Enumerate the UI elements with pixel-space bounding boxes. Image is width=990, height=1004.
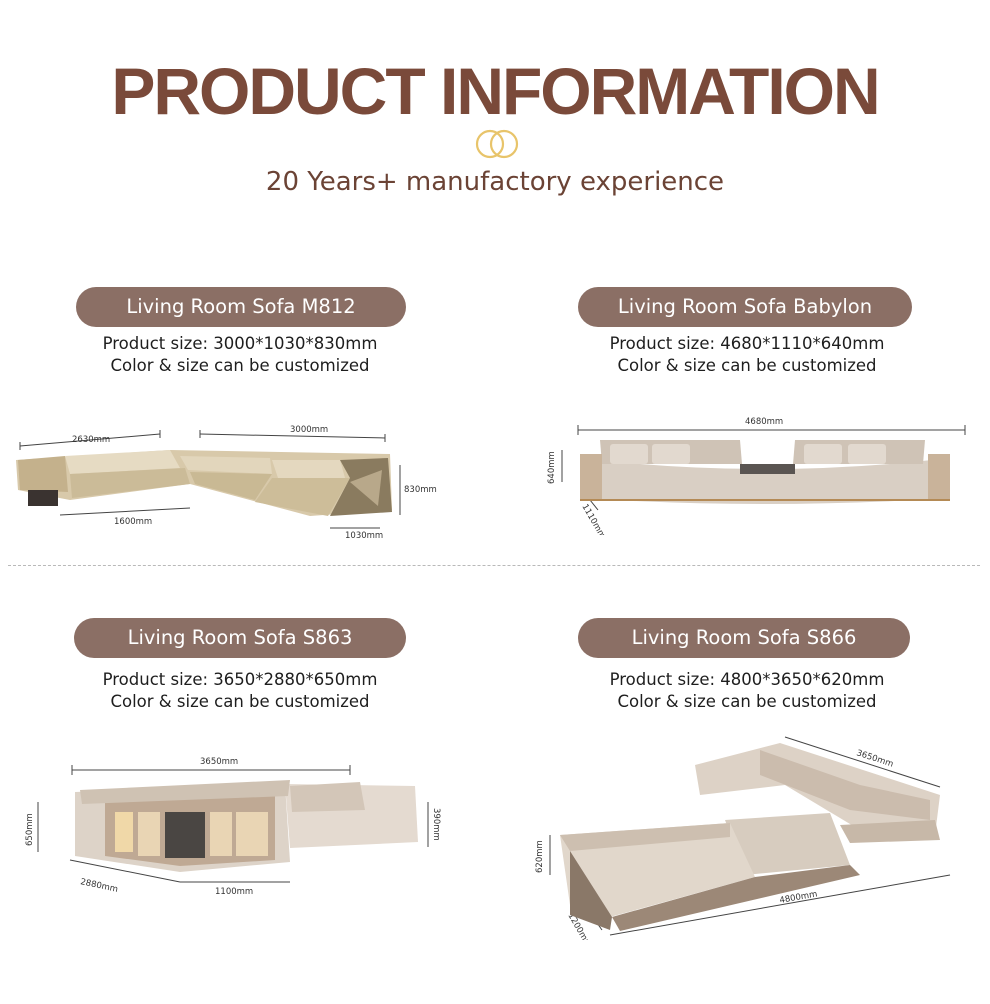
product-name-m812: Living Room Sofa M812 [76,287,406,327]
product-note-babylon: Color & size can be customized [617,356,877,375]
dim-m812-b: 3000mm [290,425,328,435]
dim-m812-e: 1030mm [345,531,383,541]
section-divider [8,565,980,566]
dim-babylon-a: 4680mm [745,417,783,427]
sofa-m812-illustration [16,450,392,516]
product-name-babylon: Living Room Sofa Babylon [578,287,912,327]
dim-s863-d: 2880mm [79,877,118,895]
dim-s866-b: 620mm [535,840,545,873]
product-note-m812: Color & size can be customized [110,356,370,375]
dim-m812-d: 830mm [404,485,437,495]
page-subtitle: 20 Years+ manufactory experience [265,167,725,197]
dim-s863-a: 3650mm [200,757,238,767]
product-size-s866: Product size: 4800*3650*620mm [609,670,885,689]
product-name-s866: Living Room Sofa S866 [578,618,910,658]
product-size-s863: Product size: 3650*2880*650mm [102,670,378,689]
dim-s863-c: 390mm [431,808,441,841]
sofa-s863-illustration [75,780,418,872]
page-title: PRODUCT INFORMATION [111,54,880,128]
product-name-s863: Living Room Sofa S863 [74,618,406,658]
product-note-s863: Color & size can be customized [110,692,370,711]
dim-s863-b: 650mm [25,813,35,846]
dim-m812-c: 1600mm [114,517,152,527]
sofa-s866-diagram: 3650mm 620mm 4800mm 1200mm [535,736,951,940]
sofa-babylon-illustration [580,440,950,504]
dim-babylon-c: 1110mm [579,503,607,536]
sofa-s866-illustration [560,743,940,931]
dim-s863-e: 1100mm [215,887,253,897]
product-note-s866: Color & size can be customized [617,692,877,711]
sofa-babylon-diagram: 4680mm 640mm 1110mm [547,417,966,536]
dim-babylon-b: 640mm [547,451,557,484]
dim-m812-a: 2630mm [72,435,110,445]
product-size-m812: Product size: 3000*1030*830mm [102,334,378,353]
sofa-s863-diagram: 3650mm 650mm 390mm 2880mm 1100mm [25,757,441,897]
product-size-babylon: Product size: 4680*1110*640mm [609,334,885,353]
rings-icon [475,129,519,159]
sofa-m812-diagram: 2630mm 3000mm 1600mm 830mm 1030mm [16,425,437,541]
